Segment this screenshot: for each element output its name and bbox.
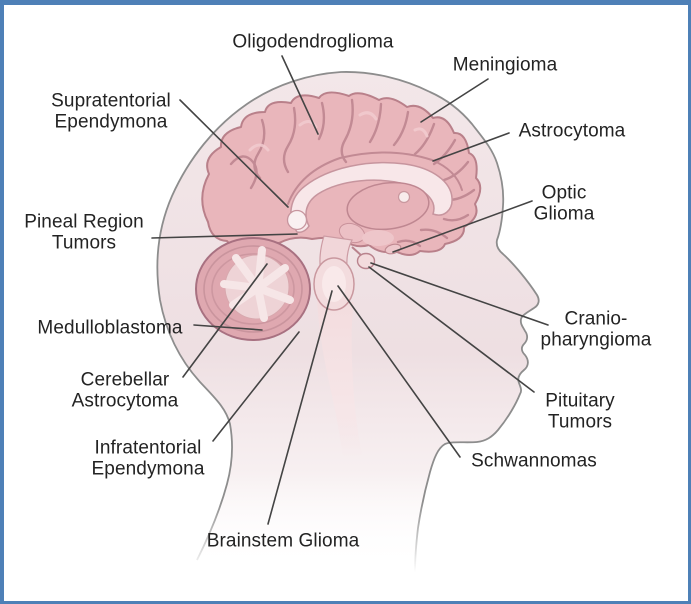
head-outline xyxy=(156,71,540,573)
leader-brainstem xyxy=(267,290,333,525)
pons-highlight xyxy=(322,266,346,302)
label-pituitary-tumors: Pituitary Tumors xyxy=(545,390,615,433)
brainstem xyxy=(313,235,362,458)
label-supratentorial-ependymona: Supratentorial Ependymona xyxy=(51,90,171,133)
label-pineal-region-tumors: Pineal Region Tumors xyxy=(24,211,144,254)
label-medulloblastoma: Medulloblastoma xyxy=(37,317,183,339)
leader-astrocytoma xyxy=(432,132,510,162)
leader-lines xyxy=(151,55,549,525)
leader-infratentorial xyxy=(212,331,300,442)
pituitary-gland xyxy=(351,246,376,270)
label-schwannomas: Schwannomas xyxy=(471,450,597,472)
label-meningioma: Meningioma xyxy=(452,54,558,76)
leader-cerebellar xyxy=(182,263,268,378)
label-cranio-pharyngioma: Cranio- pharyngioma xyxy=(540,308,652,351)
corpus-callosum xyxy=(290,161,453,233)
leader-meningioma xyxy=(420,78,489,123)
leader-optic-glioma xyxy=(392,200,533,253)
label-cerebellar-astrocytoma: Cerebellar Astrocytoma xyxy=(71,369,179,412)
leader-cranio xyxy=(370,262,549,326)
cerebellum xyxy=(195,237,311,341)
label-optic-glioma: Optic Glioma xyxy=(533,182,595,225)
leader-supratentorial xyxy=(179,99,289,208)
leader-schwannomas xyxy=(337,285,461,458)
arbor-branches xyxy=(220,246,294,322)
medulla-spinal-cord xyxy=(317,300,362,458)
label-astrocytoma: Astrocytoma xyxy=(518,120,626,142)
label-oligodendroglioma: Oligodendroglioma xyxy=(232,31,394,53)
leader-pineal xyxy=(151,233,298,239)
sulci-lines xyxy=(229,98,476,248)
leader-pituitary xyxy=(368,266,535,393)
label-infratentorial-ependymona: Infratentorial Ependymona xyxy=(91,437,205,480)
label-brainstem-glioma: Brainstem Glioma xyxy=(206,530,360,552)
interthalamic-dot xyxy=(397,190,411,204)
lateral-ventricle xyxy=(286,209,308,231)
leader-medulloblastoma xyxy=(193,324,263,331)
leader-oligodendroglioma xyxy=(281,55,319,135)
